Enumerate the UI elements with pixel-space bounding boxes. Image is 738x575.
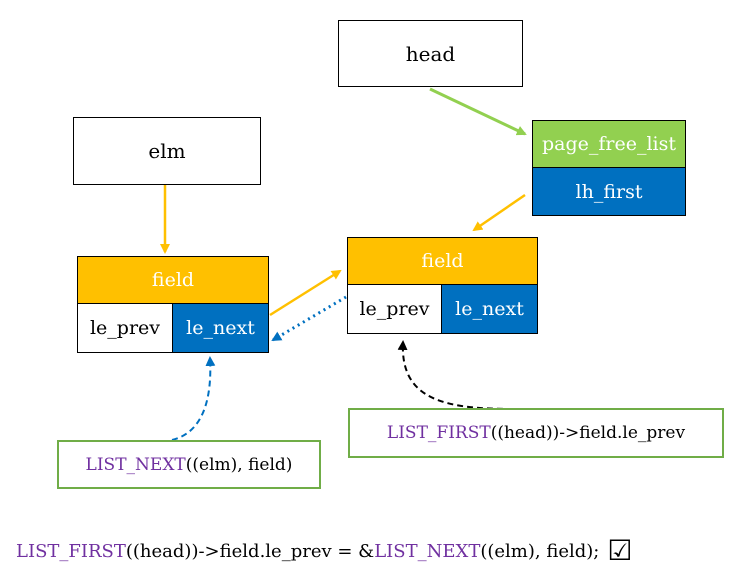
elm-box: elm bbox=[73, 117, 261, 185]
formula-macro-list-next: LIST_NEXT bbox=[374, 541, 481, 562]
assignment-formula: LIST_FIRST((head))->field.le_prev = &LIS… bbox=[16, 534, 632, 567]
elm-field-cell: field bbox=[77, 256, 269, 304]
elm-field-label: field bbox=[151, 269, 195, 291]
head-label: head bbox=[405, 41, 456, 66]
first-le-next-cell: le_next bbox=[442, 285, 538, 334]
page-free-list-cell: page_free_list bbox=[532, 120, 686, 168]
list-first-pointer-arrow bbox=[397, 340, 514, 410]
list-first-note: LIST_FIRST((head))->field.le_prev bbox=[348, 408, 724, 458]
first-entry-struct: field le_prev le_next bbox=[347, 237, 538, 334]
lh-first-label: lh_first bbox=[575, 180, 643, 203]
le-prev-to-le-next-arrow bbox=[271, 295, 347, 342]
lh-first-cell: lh_first bbox=[532, 168, 686, 216]
formula-part-1: ((head))->field.le_prev = & bbox=[125, 541, 375, 562]
first-le-prev-cell: le_prev bbox=[347, 285, 442, 334]
formula-macro-list-first: LIST_FIRST bbox=[16, 541, 126, 562]
head-box: head bbox=[338, 20, 523, 87]
first-le-prev-label: le_prev bbox=[359, 298, 430, 320]
elm-le-prev-cell: le_prev bbox=[77, 304, 173, 353]
checkbox-checked-icon: ☑ bbox=[607, 534, 633, 567]
le-next-to-field-arrow bbox=[269, 269, 342, 317]
elm-label: elm bbox=[148, 139, 186, 163]
first-field-label: field bbox=[421, 250, 464, 272]
list-first-args: ((head))->field.le_prev bbox=[490, 423, 686, 443]
elm-le-prev-label: le_prev bbox=[89, 317, 161, 339]
list-first-macro: LIST_FIRST bbox=[386, 423, 491, 443]
list-next-macro: LIST_NEXT bbox=[85, 454, 186, 475]
first-field-cell: field bbox=[347, 237, 538, 285]
list-next-args: ((elm), field) bbox=[185, 454, 293, 475]
list-head-struct: page_free_list lh_first bbox=[532, 120, 686, 216]
elm-entry-struct: field le_prev le_next bbox=[77, 256, 269, 353]
list-next-note: LIST_NEXT((elm), field) bbox=[57, 440, 321, 489]
lh-first-to-field-arrow bbox=[472, 193, 526, 232]
head-to-list-arrow bbox=[429, 87, 527, 136]
page-free-list-label: page_free_list bbox=[541, 133, 677, 155]
list-next-pointer-arrow bbox=[171, 356, 216, 441]
elm-le-next-label: le_next bbox=[186, 317, 255, 339]
first-le-next-label: le_next bbox=[455, 298, 524, 320]
formula-part-2: ((elm), field); bbox=[480, 541, 600, 562]
elm-le-next-cell: le_next bbox=[173, 304, 269, 353]
